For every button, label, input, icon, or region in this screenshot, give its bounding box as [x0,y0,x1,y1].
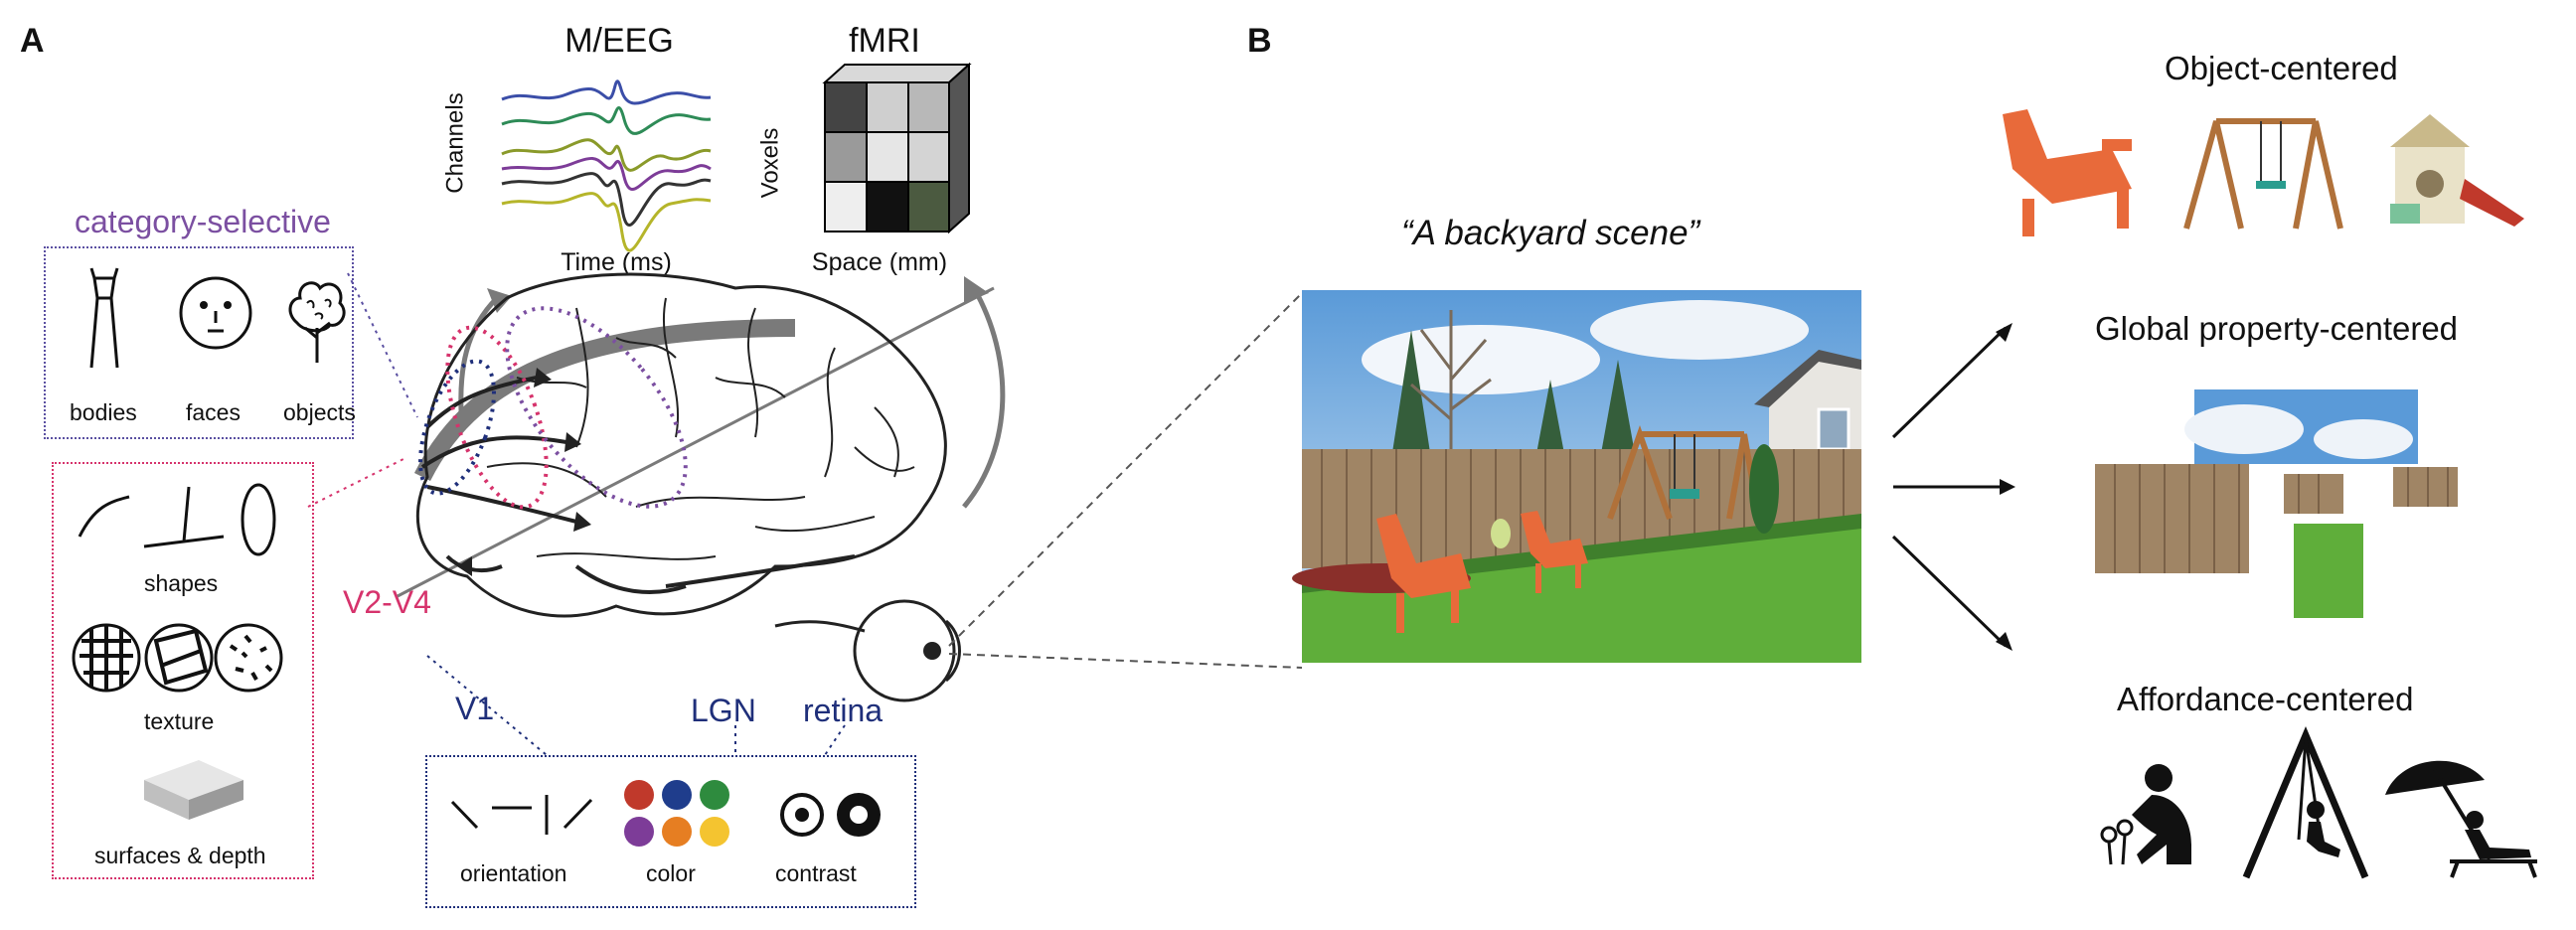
retina-label: retina [803,693,884,728]
early-features-box [425,755,916,908]
scene-arrows [1891,323,2015,651]
eye-to-scene-dashes [948,292,1303,669]
shapes-label: shapes [144,570,219,596]
contrast-label: contrast [775,860,857,886]
meeg-traces [501,79,712,252]
contrast-icon [780,793,881,837]
fmri-y-label: Voxels [756,127,784,199]
gardening-icon [2100,764,2191,865]
fmri-title: fMRI [849,22,920,60]
category-selective-title: category-selective [75,204,331,239]
panel-b-letter: B [1247,22,1272,60]
texture-label: texture [144,708,215,734]
early-box-leaders [426,655,846,756]
brain-diagram [307,272,1006,702]
bodies-icon [89,267,119,369]
swing-set-object-icon [2183,118,2343,230]
bodies-label: bodies [70,399,137,425]
meeg-title: M/EEG [564,22,674,60]
global-property-title: Global property-centered [2095,310,2459,347]
swinging-icon [2242,725,2369,879]
surface-depth-icon [144,760,243,820]
playhouse-object-icon [2390,114,2524,227]
objects-label: objects [283,399,356,425]
backyard-scene-image [1292,290,1861,663]
color-label: color [646,860,696,886]
affordance-centered-title: Affordance-centered [2117,681,2414,717]
faces-icon [179,276,252,350]
scene-caption: “A backyard scene” [1401,214,1700,252]
color-dots-icon [624,780,729,847]
v2v4-box [52,462,314,879]
global-property-image [2095,389,2458,618]
faces-label: faces [186,399,241,425]
orientation-label: orientation [460,860,567,886]
texture-icons [72,623,283,693]
object-centered-title: Object-centered [2165,50,2398,86]
fmri-x-label: Space (mm) [811,248,948,276]
objects-icon [288,281,346,363]
meeg-x-label: Time (ms) [561,248,672,276]
surfaces-label: surfaces & depth [94,843,266,868]
category-selective-box [44,246,354,439]
fmri-voxel-cube [822,62,972,234]
v2v4-label: V2-V4 [343,584,431,620]
panel-a-letter: A [20,22,45,60]
lgn-label: LGN [691,693,756,728]
meeg-y-label: Channels [441,92,469,194]
orientation-icon [450,795,593,835]
lounging-icon [2385,760,2537,878]
v1-label: V1 [455,691,495,726]
chair-object-icon [2003,109,2132,236]
shapes-icons [78,483,276,556]
